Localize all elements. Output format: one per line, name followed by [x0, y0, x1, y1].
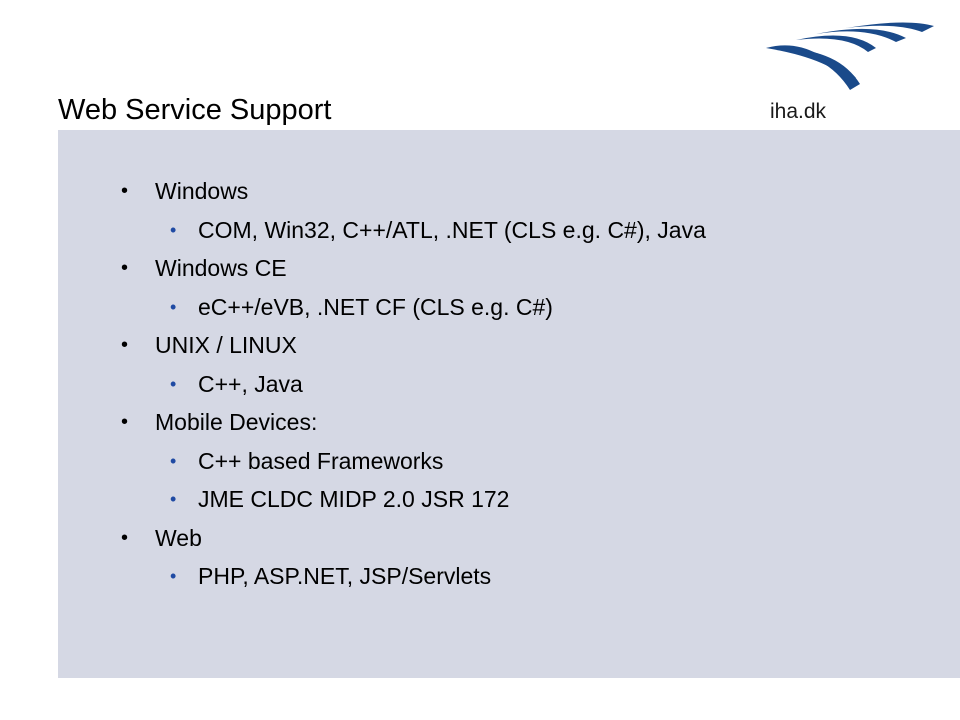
bullet-dot-icon: •	[121, 334, 129, 356]
content-panel: • Windows • COM, Win32, C++/ATL, .NET (CLS …	[58, 130, 960, 678]
sub-bullet-item: • eC++/eVB, .NET CF (CLS e.g. C#)	[170, 293, 553, 321]
bullet-text: C++ based Frameworks	[198, 447, 444, 474]
sub-bullet-dot-icon: •	[170, 296, 177, 317]
bullet-text: Windows CE	[155, 255, 287, 281]
bullet-text: eC++/eVB, .NET CF (CLS e.g. C#)	[198, 293, 553, 320]
bullet-text: Windows	[155, 178, 249, 204]
sub-bullet-dot-icon: •	[170, 489, 177, 509]
bullet-text: UNIX / LINUX	[155, 332, 297, 358]
bullet-dot-icon: •	[121, 526, 129, 549]
slide-title: Web Service Support	[58, 94, 332, 126]
bullet-text: Mobile Devices:	[155, 409, 318, 435]
bullet-text: C++, Java	[198, 370, 303, 397]
bullet-text: COM, Win32, C++/ATL, .NET (CLS e.g. C#),…	[198, 216, 706, 243]
sub-bullet-item: • C++ based Frameworks	[170, 447, 444, 475]
sub-bullet-dot-icon: •	[170, 450, 177, 471]
iha-logo-icon: iha.dk	[766, 22, 934, 123]
bullet-item: • Windows CE	[121, 254, 287, 282]
bullet-item: • Web	[121, 524, 202, 552]
bullet-text: PHP, ASP.NET, JSP/Servlets	[198, 563, 492, 589]
logo-text: iha.dk	[770, 100, 827, 123]
sub-bullet-item: • C++, Java	[170, 370, 303, 398]
bullet-dot-icon: •	[121, 411, 129, 433]
sub-bullet-dot-icon: •	[170, 566, 177, 586]
bullet-text: Web	[155, 524, 202, 551]
iha-logo: iha.dk	[756, 18, 946, 128]
bullet-item: • UNIX / LINUX	[121, 331, 297, 359]
bullet-item: • Mobile Devices:	[121, 408, 318, 436]
sub-bullet-item: • PHP, ASP.NET, JSP/Servlets	[170, 562, 492, 590]
sub-bullet-dot-icon: •	[170, 373, 177, 394]
sub-bullet-item: • COM, Win32, C++/ATL, .NET (CLS e.g. C#)…	[170, 216, 706, 244]
bullet-dot-icon: •	[121, 180, 129, 202]
bullet-dot-icon: •	[121, 257, 129, 279]
sub-bullet-item: • JME CLDC MIDP 2.0 JSR 172	[170, 485, 510, 513]
bullet-item: • Windows	[121, 177, 249, 205]
bullet-text: JME CLDC MIDP 2.0 JSR 172	[198, 486, 510, 512]
sub-bullet-dot-icon: •	[170, 219, 177, 240]
